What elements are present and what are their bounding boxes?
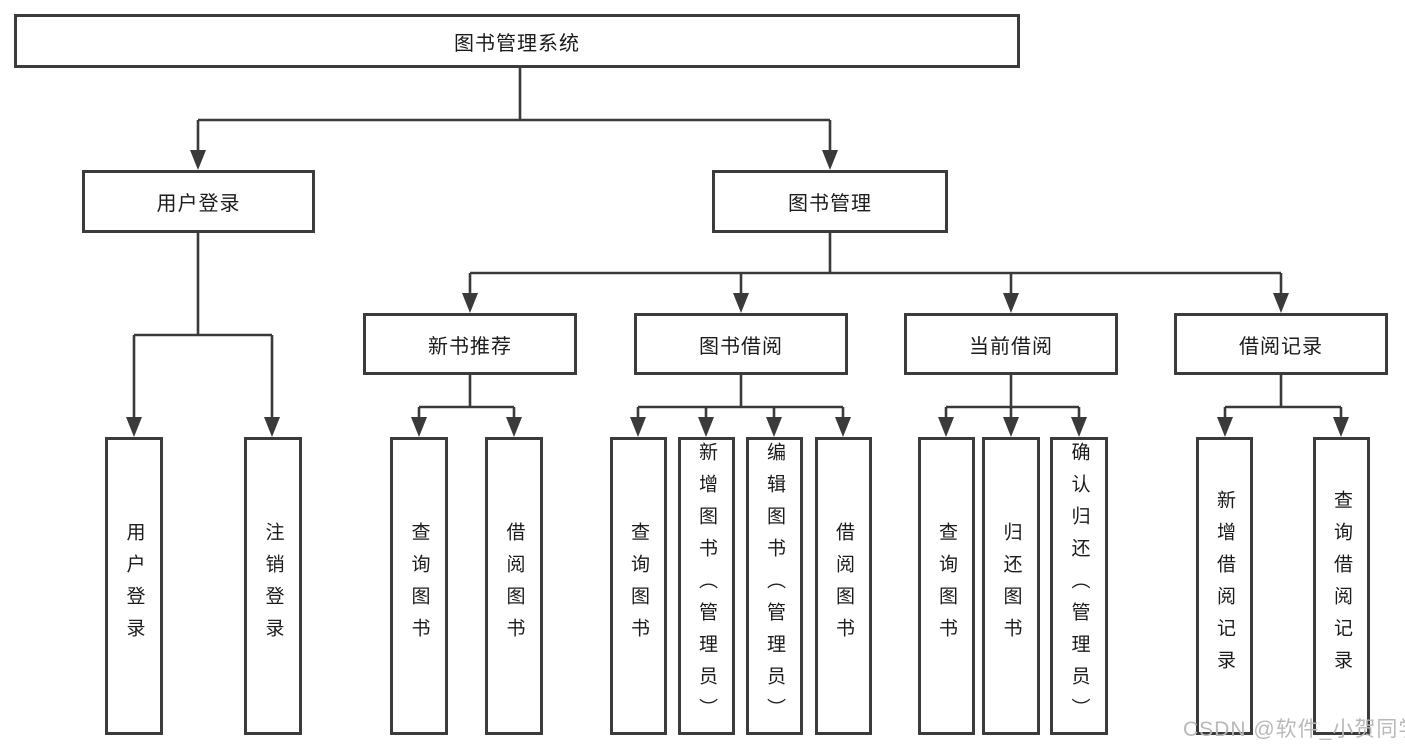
connector-book-borrow-children [636, 375, 845, 421]
node-book-mgmt-label: 图书管理 [788, 193, 872, 215]
leaf-current-query-books-label: 查询图书 [936, 522, 957, 650]
leaf-user-login: 用户登录 [105, 437, 163, 735]
connector-current-borrow-children [944, 375, 1081, 421]
csdn-watermark: CSDN @软件_小贺同学 [1183, 718, 1405, 741]
arrow-icon [1333, 417, 1349, 437]
leaf-recommend-borrow-books-label: 借阅图书 [503, 522, 525, 650]
arrow-icon [1003, 293, 1019, 313]
node-root-label: 图书管理系统 [454, 32, 580, 55]
node-borrow-record: 借阅记录 [1174, 313, 1388, 375]
connector-user-login-children [132, 233, 274, 420]
leaf-current-return-books-label: 归还图书 [1000, 522, 1022, 650]
node-user-login: 用户登录 [82, 170, 315, 233]
leaf-current-confirm-return-admin: 确认归还（管理员） [1050, 437, 1108, 735]
leaf-recommend-query-books-label: 查询图书 [408, 522, 430, 650]
arrow-icon [766, 417, 782, 437]
leaf-logout: 注销登录 [244, 437, 302, 735]
node-borrow-record-label: 借阅记录 [1239, 335, 1323, 358]
node-book-borrow: 图书借阅 [634, 313, 848, 375]
arrow-icon [462, 293, 478, 313]
connector-root-to-level2 [196, 67, 832, 152]
leaf-current-query-books: 查询图书 [918, 437, 975, 735]
arrow-icon [822, 150, 838, 170]
leaf-borrow-edit-books-admin: 编辑图书（管理员） [746, 437, 803, 735]
node-book-borrow-label: 图书借阅 [699, 335, 783, 358]
node-new-book-recommend-label: 新书推荐 [428, 335, 512, 358]
arrow-icon [264, 417, 280, 437]
leaf-logout-label: 注销登录 [262, 522, 284, 650]
arrow-icon [1217, 417, 1233, 437]
node-new-book-recommend: 新书推荐 [363, 313, 577, 375]
leaf-record-query-borrow-record-label: 查询借阅记录 [1331, 490, 1352, 682]
leaf-borrow-borrow-books-label: 借阅图书 [833, 522, 854, 650]
connector-book-mgmt-children [468, 233, 1283, 296]
leaf-record-add-borrow-record: 新增借阅记录 [1196, 437, 1253, 735]
arrow-icon [126, 417, 142, 437]
arrow-icon [938, 417, 954, 437]
node-root: 图书管理系统 [14, 14, 1020, 68]
connector-new-rec-children [417, 375, 516, 421]
arrow-icon [411, 417, 427, 437]
leaf-borrow-add-books-admin-label: 新增图书（管理员） [696, 442, 717, 730]
arrow-icon [630, 417, 646, 437]
leaf-record-add-borrow-record-label: 新增借阅记录 [1214, 490, 1235, 682]
leaf-borrow-edit-books-admin-label: 编辑图书（管理员） [764, 442, 785, 730]
leaf-current-return-books: 归还图书 [982, 437, 1040, 735]
arrow-icon [698, 417, 714, 437]
leaf-borrow-borrow-books: 借阅图书 [815, 437, 872, 735]
leaf-borrow-query-books: 查询图书 [610, 437, 667, 735]
leaf-recommend-borrow-books: 借阅图书 [485, 437, 543, 735]
leaf-recommend-query-books: 查询图书 [390, 437, 448, 735]
arrow-icon [1273, 293, 1289, 313]
arrow-icon [190, 150, 206, 170]
leaf-borrow-query-books-label: 查询图书 [628, 522, 649, 650]
arrow-icon [835, 417, 851, 437]
node-book-mgmt: 图书管理 [712, 170, 948, 233]
arrowheads [126, 150, 1349, 437]
leaf-current-confirm-return-admin-label: 确认归还（管理员） [1068, 442, 1090, 730]
leaf-record-query-borrow-record: 查询借阅记录 [1313, 437, 1370, 735]
leaf-user-login-label: 用户登录 [123, 522, 145, 650]
node-current-borrow: 当前借阅 [904, 313, 1118, 375]
arrow-icon [1071, 417, 1087, 437]
node-current-borrow-label: 当前借阅 [969, 335, 1053, 358]
arrow-icon [506, 417, 522, 437]
connector-borrow-record-children [1223, 375, 1343, 421]
arrow-icon [1003, 417, 1019, 437]
arrow-icon [733, 293, 749, 313]
node-user-login-label: 用户登录 [156, 193, 241, 215]
leaf-borrow-add-books-admin: 新增图书（管理员） [678, 437, 735, 735]
